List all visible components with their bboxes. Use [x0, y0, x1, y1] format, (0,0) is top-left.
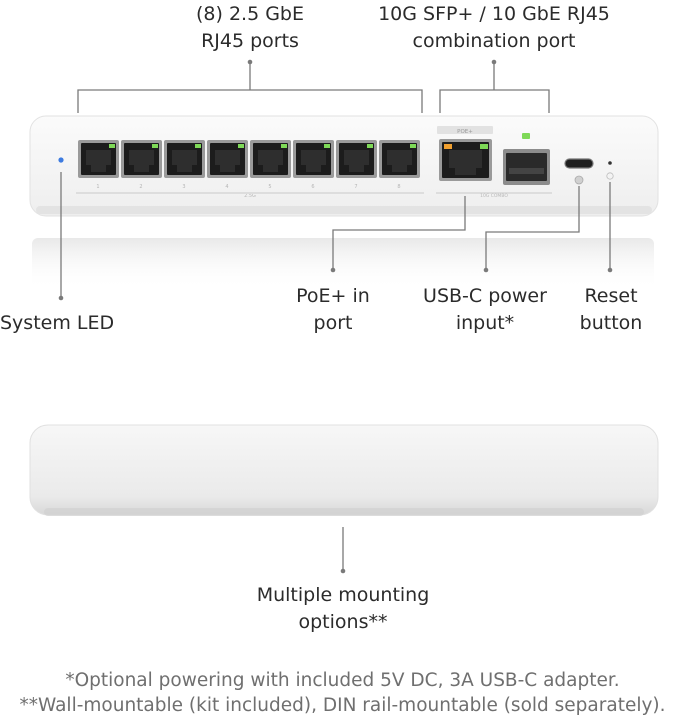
rj45-port-led — [367, 144, 373, 148]
callout-lines — [60, 62, 611, 570]
footnote-power: *Optional powering with included 5V DC, … — [65, 670, 620, 691]
combo-bracket — [439, 89, 550, 113]
usb-c-port — [564, 158, 594, 169]
rj45-port-latch — [177, 163, 192, 172]
rj45-port: 7 — [336, 140, 377, 190]
rj45-port-led — [238, 144, 244, 148]
combo-port-label-line2: combination port — [412, 30, 576, 52]
poe-port-led-green — [480, 144, 488, 149]
switch-front-view: 1 2 3 4 5 6 7 8 2.5G POE+ 10G COMBO — [29, 115, 659, 290]
sfp-plus-cage — [503, 149, 550, 185]
rj45-port-latch — [263, 163, 278, 172]
rj45-port-latch — [134, 163, 149, 172]
rj45-group-label: 2.5G — [244, 193, 256, 199]
poe-in-label-line1: PoE+ in — [296, 285, 370, 307]
poe-badge — [437, 126, 493, 134]
rj45-port-number: 6 — [311, 184, 314, 190]
combo-group-divider — [436, 192, 552, 194]
combo-group-label: 10G COMBO — [480, 193, 508, 199]
usbc-power-label-line1: USB-C power — [423, 285, 547, 307]
switch-reflection — [32, 238, 654, 290]
reset-label-line2: button — [579, 312, 643, 334]
usbc-leader — [485, 186, 580, 269]
poe-badge-label: POE+ — [457, 129, 473, 135]
rj45-port: 8 — [379, 140, 420, 190]
rj45-port-number: 7 — [354, 184, 357, 190]
rj45-port-number: 5 — [268, 184, 271, 190]
mounting-label: Multiple mounting options** — [223, 582, 463, 636]
rj45-port-contacts — [172, 150, 197, 165]
switch-side-shadow — [44, 508, 644, 516]
reset-icon — [606, 172, 614, 180]
system-led-label: System LED — [0, 312, 115, 334]
rj45-port-latch — [91, 163, 106, 172]
rj45-group-divider — [76, 192, 424, 194]
rj45-port-contacts — [387, 150, 412, 165]
system-led — [58, 157, 64, 163]
rj45-port-number: 1 — [96, 184, 99, 190]
rj45-port-latch — [220, 163, 235, 172]
rj45-bracket — [77, 89, 423, 113]
poe-in-label: PoE+ in port — [273, 283, 393, 337]
rj45-port-led — [109, 144, 115, 148]
rj45-port-number: 2 — [139, 184, 142, 190]
footnote-mounting: **Wall-mountable (kit included), DIN rai… — [19, 695, 666, 716]
usbc-power-label-line2: input* — [455, 312, 515, 334]
rj45-port-led — [410, 144, 416, 148]
rj45-port-number: 3 — [182, 184, 185, 190]
rj45-port-led — [324, 144, 330, 148]
rj45-port: 6 — [293, 140, 334, 190]
rj45-port: 1 — [78, 140, 119, 190]
rj45-port-contacts — [86, 150, 111, 165]
rj45-port-contacts — [258, 150, 283, 165]
reset-label: Reset button — [565, 283, 657, 337]
poe-in-port — [439, 139, 492, 181]
rj45-port-latch — [306, 163, 321, 172]
rj45-port-group: 1 2 3 4 5 6 7 8 — [78, 140, 420, 190]
rj45-ports-label-line1: (8) 2.5 GbE — [196, 3, 304, 25]
rj45-port-latch — [349, 163, 364, 172]
rj45-port: 2 — [121, 140, 162, 190]
poe-port-led-orange — [444, 144, 452, 149]
rj45-port-contacts — [215, 150, 240, 165]
rj45-port-number: 4 — [225, 184, 228, 190]
poe-in-label-line2: port — [313, 312, 353, 334]
mounting-label-line2: options** — [298, 611, 388, 633]
combo-port-label-line1: 10G SFP+ / 10 GbE RJ45 — [378, 3, 610, 25]
rj45-port-latch — [392, 163, 407, 172]
callout-dots — [58, 59, 613, 574]
rj45-port-number: 8 — [397, 184, 400, 190]
poe-in-leader — [332, 196, 466, 269]
switch-base-edge — [36, 206, 652, 214]
sfp-status-led — [522, 133, 530, 139]
power-icon — [574, 175, 584, 185]
rj45-port: 5 — [250, 140, 291, 190]
usbc-power-label: USB-C power input* — [405, 283, 565, 337]
rj45-port-contacts — [129, 150, 154, 165]
rj45-ports-label: (8) 2.5 GbE RJ45 ports — [150, 1, 350, 55]
rj45-port-led — [281, 144, 287, 148]
rj45-ports-label-line2: RJ45 ports — [201, 30, 299, 52]
reset-button — [608, 161, 612, 165]
mounting-label-line1: Multiple mounting — [256, 584, 430, 606]
switch-side-body — [29, 424, 659, 516]
rj45-port-contacts — [301, 150, 326, 165]
reset-label-line1: Reset — [584, 285, 638, 307]
rj45-port-led — [152, 144, 158, 148]
rj45-port-contacts — [344, 150, 369, 165]
rj45-port-led — [195, 144, 201, 148]
rj45-port: 3 — [164, 140, 205, 190]
combo-port-label: 10G SFP+ / 10 GbE RJ45 combination port — [344, 1, 644, 55]
rj45-port: 4 — [207, 140, 248, 190]
switch-side-view — [29, 424, 659, 516]
